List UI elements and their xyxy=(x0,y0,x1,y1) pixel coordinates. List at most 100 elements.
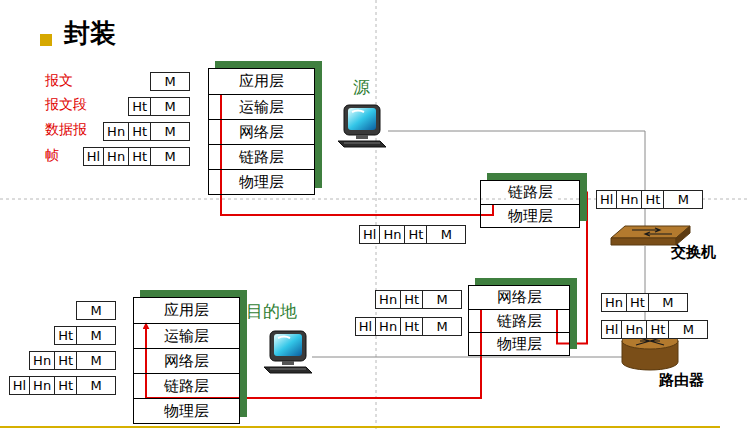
layer-box: 运输层 xyxy=(209,94,314,119)
packet-box: HnHtM xyxy=(376,290,462,309)
layer-box: 网络层 xyxy=(134,348,239,373)
layer-box: 链路层 xyxy=(134,373,239,398)
header-cell: Hn xyxy=(375,317,401,336)
message-cell: M xyxy=(150,122,190,141)
header-cell: Ht xyxy=(128,97,151,116)
header-cell: Hn xyxy=(616,190,642,209)
message-cell: M xyxy=(422,290,462,309)
packet-box: M xyxy=(151,72,190,91)
switch-side xyxy=(676,226,690,245)
header-cell: Ht xyxy=(400,317,423,336)
layer-box: 链路层 xyxy=(209,144,314,169)
packet-box: HlHnHtM xyxy=(84,147,190,166)
header-cell: Hl xyxy=(9,376,30,395)
layer-box: 网络层 xyxy=(209,119,314,144)
message-cell: M xyxy=(76,326,116,345)
computer-icon xyxy=(264,331,312,373)
device-label: 路由器 xyxy=(659,372,704,389)
header-cell: Hn xyxy=(103,147,129,166)
packet-box: HnHtM xyxy=(30,351,116,370)
header-cell: Hn xyxy=(601,293,627,312)
header-cell: Ht xyxy=(128,122,151,141)
header-cell: Ht xyxy=(626,293,649,312)
network-wire xyxy=(312,357,622,358)
layer-name: 运输层 xyxy=(237,99,286,116)
header-cell: Hn xyxy=(379,225,405,244)
device-label: 源 xyxy=(353,79,370,98)
message-cell: M xyxy=(668,320,708,339)
layer-box: 物理层 xyxy=(134,398,239,423)
layer-name: 网络层 xyxy=(495,289,544,306)
message-cell: M xyxy=(648,293,688,312)
header-cell: Hl xyxy=(355,317,376,336)
switch-arrows xyxy=(632,228,672,236)
switch-icon xyxy=(611,226,690,245)
header-cell: Ht xyxy=(54,376,77,395)
packet-box: HlHnHtM xyxy=(597,190,703,209)
layer-box: 链路层 xyxy=(469,309,569,332)
message-cell: M xyxy=(426,225,466,244)
header-cell: Ht xyxy=(400,290,423,309)
layer-name: 应用层 xyxy=(162,302,211,319)
unit-name: 数据报 xyxy=(45,122,87,137)
switch-front xyxy=(611,238,676,245)
header-cell: Ht xyxy=(54,351,77,370)
packet-box: HlHnHtM xyxy=(602,320,708,339)
layer-box: 物理层 xyxy=(209,169,314,194)
packet-box: HlHnHtM xyxy=(356,317,462,336)
unit-name: 报文段 xyxy=(45,97,87,112)
protocol-stack: 交换机链路层物理层 xyxy=(480,180,580,228)
header-cell: Ht xyxy=(404,225,427,244)
packet-box: HlHnHtM xyxy=(10,376,116,395)
header-cell: Ht xyxy=(128,147,151,166)
protocol-stack: 源应用层运输层网络层链路层物理层 xyxy=(208,68,315,195)
message-cell: M xyxy=(422,317,462,336)
device-label: 交换机 xyxy=(671,244,716,261)
layer-box: 链路层 xyxy=(481,181,579,204)
message-cell: M xyxy=(150,97,190,116)
header-cell: Hn xyxy=(29,376,55,395)
computer-icon xyxy=(338,105,386,147)
unit-name: 帧 xyxy=(45,148,59,163)
slide-title: 封装 xyxy=(64,20,116,49)
data-path xyxy=(221,94,493,215)
unit-name: 报文 xyxy=(45,73,73,88)
layer-name: 链路层 xyxy=(162,378,211,395)
header-cell: Hn xyxy=(375,290,401,309)
header-cell: Hn xyxy=(29,351,55,370)
packet-box: HtM xyxy=(129,97,190,116)
message-cell: M xyxy=(76,301,116,320)
message-cell: M xyxy=(150,147,190,166)
layer-name: 网络层 xyxy=(237,124,286,141)
header-cell: Ht xyxy=(54,326,77,345)
layer-name: 物理层 xyxy=(237,174,286,191)
message-cell: M xyxy=(76,376,116,395)
layer-name: 网络层 xyxy=(162,353,211,370)
layer-name: 物理层 xyxy=(506,208,555,225)
layer-name: 运输层 xyxy=(162,328,211,345)
title-bullet xyxy=(40,34,52,46)
message-cell: M xyxy=(663,190,703,209)
layer-box: 物理层 xyxy=(469,332,569,355)
device-label: 目的地 xyxy=(246,303,297,322)
network-wire xyxy=(388,131,645,226)
layer-name: 物理层 xyxy=(162,403,211,420)
header-cell: Hl xyxy=(596,190,617,209)
layer-box: 物理层 xyxy=(481,204,579,227)
packet-box: HlHnHtM xyxy=(360,225,466,244)
header-cell: Ht xyxy=(646,320,669,339)
header-cell: Hl xyxy=(601,320,622,339)
layer-name: 链路层 xyxy=(237,149,286,166)
data-path xyxy=(557,193,587,344)
layer-box: 应用层 xyxy=(134,298,239,323)
layer-name: 应用层 xyxy=(237,73,286,90)
layer-box: 网络层 xyxy=(469,286,569,309)
layer-name: 链路层 xyxy=(495,313,544,330)
layer-box: 应用层 xyxy=(209,69,314,94)
header-cell: Ht xyxy=(641,190,664,209)
protocol-stack: 路由器网络层链路层物理层 xyxy=(468,285,570,356)
header-cell: Hn xyxy=(621,320,647,339)
message-cell: M xyxy=(76,351,116,370)
header-cell: Hl xyxy=(359,225,380,244)
header-cell: Hn xyxy=(103,122,129,141)
